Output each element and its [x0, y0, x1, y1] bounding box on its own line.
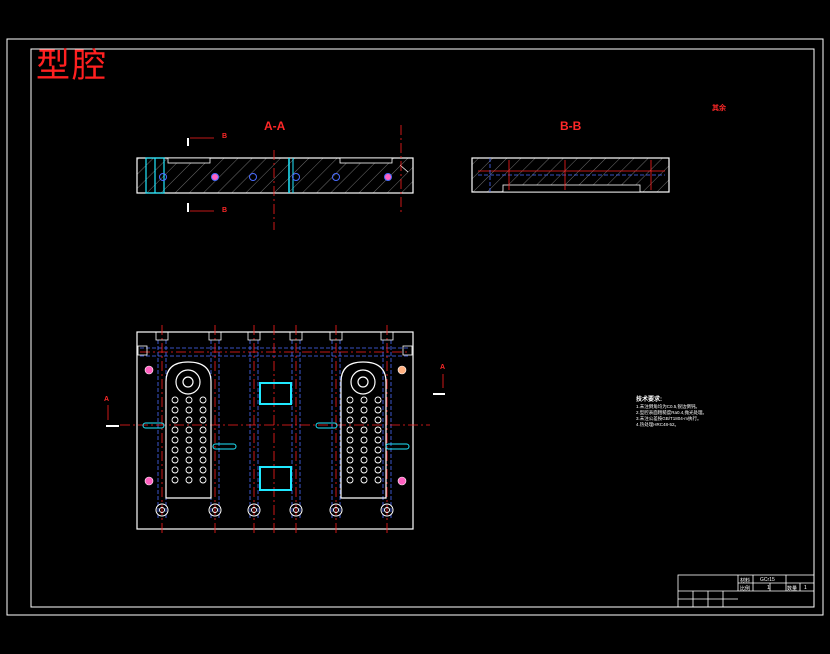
cavity-hole — [185, 406, 193, 414]
section-aa-view — [136, 125, 414, 230]
tb-scale-label: 比例 — [740, 586, 751, 592]
tech-requirement-item: 2.型腔表面粗糙度Ra0.4,抛光处理。 — [636, 410, 708, 415]
cavity-hole — [374, 466, 382, 474]
tech-requirement-item: 3.未注公差按GB/T1804-m执行。 — [636, 416, 702, 421]
cavity-hole — [360, 406, 368, 414]
drawing-title: 型腔 — [36, 46, 108, 86]
cavity-hole — [199, 476, 207, 484]
cavity-hole — [171, 466, 179, 474]
tb-qty-value: 1 — [804, 585, 807, 591]
cavity-hole — [185, 456, 193, 464]
tb-scale-value: 1 — [767, 585, 770, 591]
cavity-hole — [374, 426, 382, 434]
tech-requirement-item: 4.热处理HRC48-52。 — [636, 422, 680, 427]
roughness-note: 其余 — [712, 105, 726, 112]
cut-label-a-left: A — [104, 396, 110, 403]
tech-requirements: 技术要求: 1.未注倒角均为C0.5,锐边倒钝。 2.型腔表面粗糙度Ra0.4,… — [636, 397, 707, 428]
cavity-hole — [374, 446, 382, 454]
outer-frame — [6, 38, 824, 616]
section-bb-view — [471, 157, 670, 193]
cavity-hole — [199, 436, 207, 444]
cavity-hole — [185, 466, 193, 474]
cavity-hole — [171, 446, 179, 454]
cavity-hole — [185, 436, 193, 444]
cavity-hole — [346, 456, 354, 464]
tb-material-value: GCr15 — [760, 577, 775, 583]
inner-frame — [30, 48, 815, 608]
cavity-hole — [199, 406, 207, 414]
cavity-hole — [185, 396, 193, 404]
cavity-hole — [360, 426, 368, 434]
cavity-hole — [360, 416, 368, 424]
cavity-hole — [199, 456, 207, 464]
section-aa-label: A-A — [264, 119, 286, 133]
tb-qty-label: 数量 — [787, 586, 798, 592]
section-bb-label: B-B — [560, 119, 582, 133]
cavity-hole — [346, 426, 354, 434]
cavity-hole — [360, 456, 368, 464]
cavity-hole — [346, 466, 354, 474]
cut-label-b-top: B — [222, 133, 228, 140]
cavity-hole — [360, 436, 368, 444]
cavity-hole — [185, 416, 193, 424]
cavity-hole — [185, 446, 193, 454]
cavity-hole — [199, 416, 207, 424]
cavity-hole — [171, 426, 179, 434]
cavity-hole — [374, 476, 382, 484]
tech-requirement-item: 1.未注倒角均为C0.5,锐边倒钝。 — [636, 404, 701, 409]
cavity-hole — [346, 416, 354, 424]
cavity-hole — [346, 476, 354, 484]
cavity-hole — [171, 416, 179, 424]
cavity-hole — [171, 436, 179, 444]
cavity-hole — [360, 476, 368, 484]
tb-material-label: 材料 — [740, 578, 751, 584]
cavity-hole — [374, 456, 382, 464]
cavity-hole — [199, 426, 207, 434]
cavity-hole — [199, 446, 207, 454]
cavity-hole — [374, 406, 382, 414]
title-block — [677, 574, 815, 608]
cavity-hole — [360, 466, 368, 474]
cavity-hole — [374, 416, 382, 424]
cavity-hole — [374, 396, 382, 404]
cavity-hole — [374, 436, 382, 444]
cavity-hole — [346, 436, 354, 444]
cavity-hole — [185, 426, 193, 434]
cavity-hole — [171, 456, 179, 464]
cavity-hole — [185, 476, 193, 484]
cavity-hole — [199, 466, 207, 474]
cavity-hole — [199, 396, 207, 404]
tech-requirements-heading: 技术要求: — [636, 397, 662, 403]
cavity-hole — [171, 476, 179, 484]
cavity-hole — [346, 406, 354, 414]
cavity-hole — [346, 446, 354, 454]
cavity-hole — [360, 396, 368, 404]
cavity-hole — [171, 406, 179, 414]
cavity-hole — [171, 396, 179, 404]
cavity-hole — [360, 446, 368, 454]
cut-label-b-bottom: B — [222, 207, 228, 214]
cut-label-a-right: A — [440, 364, 446, 371]
plan-view — [106, 325, 445, 535]
cavity-hole — [346, 396, 354, 404]
